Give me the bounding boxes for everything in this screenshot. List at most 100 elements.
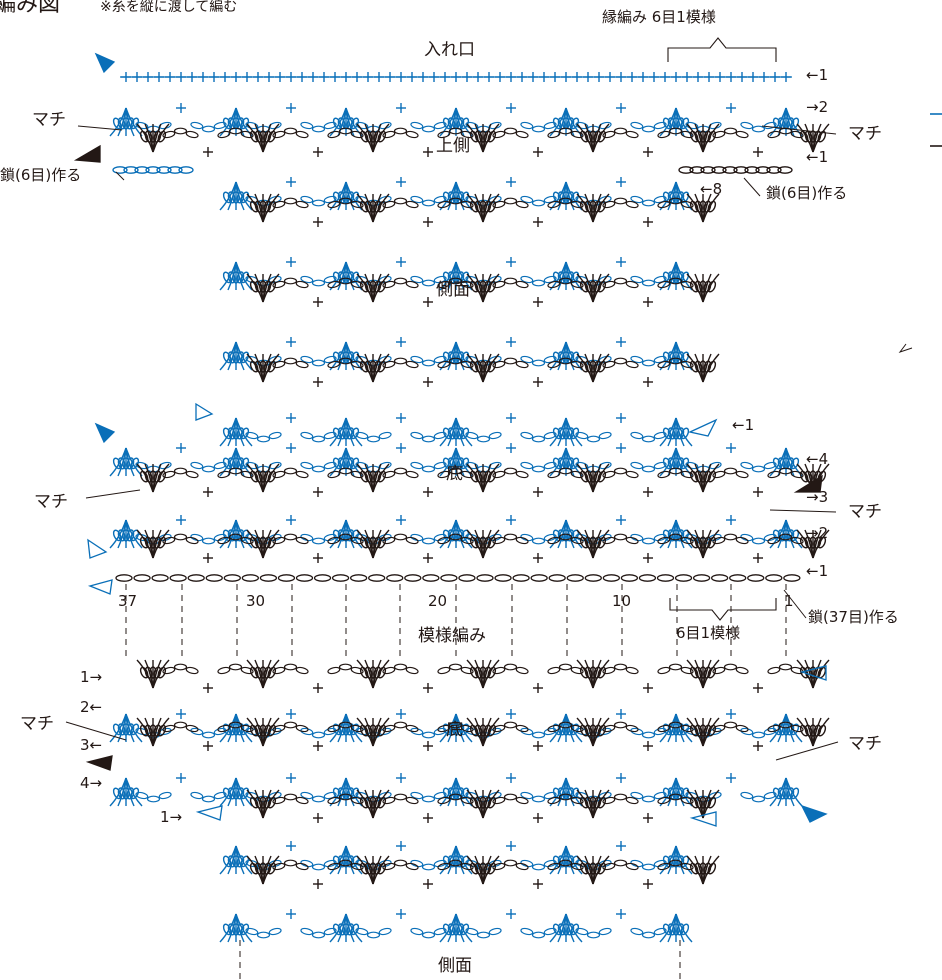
single-crochet-symbol (753, 683, 763, 693)
single-crochet-symbol (726, 773, 736, 783)
single-crochet-symbol (286, 257, 296, 267)
row-mark: 1→ (160, 808, 183, 826)
chain-arc-symbol (630, 461, 667, 473)
single-crochet-symbol (506, 257, 516, 267)
chain-arc-symbol (657, 793, 694, 805)
single-crochet-symbol (616, 841, 626, 851)
shell-stitch-symbol (329, 913, 363, 943)
leader-line (761, 125, 837, 135)
chain-arc-symbol (657, 127, 694, 139)
single-crochet-symbol (616, 257, 626, 267)
single-crochet-symbol (286, 841, 296, 851)
shell-stitch-symbol (466, 193, 500, 223)
single-crochet-symbol (506, 773, 516, 783)
shell-stitch-symbol (576, 529, 610, 559)
single-crochet-symbol (643, 813, 653, 823)
single-crochet-symbol (396, 257, 406, 267)
chain-arc-symbol (410, 195, 447, 207)
chain-arc-symbol (382, 467, 419, 479)
single-crochet-symbol (286, 103, 296, 113)
chain-arc-symbol (657, 533, 694, 545)
repeat-bracket-top (667, 37, 777, 62)
leader-line (783, 589, 807, 619)
single-crochet-symbol (643, 147, 653, 157)
single-crochet-symbol (286, 773, 296, 783)
chain-stitch-symbol (404, 574, 422, 582)
shell-stitch-symbol (659, 913, 693, 943)
chain-arc-symbol (630, 121, 667, 133)
chain-arc-symbol (602, 467, 639, 479)
row-mark: ←1 (806, 562, 829, 580)
chain-stitch-symbol (711, 166, 727, 174)
shell-stitch-symbol (686, 463, 720, 493)
yarn-cut-marker-icon (195, 805, 223, 821)
single-crochet-symbol (313, 683, 323, 693)
chain-stitch-symbol (145, 166, 161, 174)
chain-stitch-symbol (178, 166, 194, 174)
chain-stitch-symbol (151, 574, 169, 582)
chain-arc-symbol (602, 859, 639, 871)
chain-arc-symbol (602, 277, 639, 289)
chain-arc-symbol (492, 793, 529, 805)
chain-arc-symbol (327, 533, 364, 545)
chain-stitch-symbol (584, 574, 602, 582)
chain-stitch-symbol (765, 574, 783, 582)
chain-arc-symbol (547, 467, 584, 479)
chain-stitch-symbol (755, 166, 771, 174)
chain-arc-symbol (272, 793, 309, 805)
chain-arc-symbol (190, 727, 227, 739)
chain-arc-symbol (272, 357, 309, 369)
shell-stitch-symbol (219, 417, 253, 447)
chain-arc-symbol (272, 721, 309, 733)
chain-arc-symbol (767, 663, 804, 675)
chain-stitch-symbol (566, 574, 584, 582)
leader-line (65, 721, 127, 741)
chain-stitch-symbol (700, 166, 716, 174)
label-gusset-upper-left: マチ (32, 110, 66, 130)
chain-arc-symbol (767, 467, 804, 479)
stitch-count-37: 37 (118, 592, 138, 610)
shell-stitch-symbol (136, 123, 170, 153)
chain-arc-symbol (300, 927, 337, 939)
chain-stitch-symbol (241, 574, 260, 582)
stitch-symbols (109, 72, 830, 943)
single-crochet-symbol (726, 443, 736, 453)
chain-arc-symbol (520, 791, 557, 803)
chain-arc-symbol (657, 277, 694, 289)
label-opening: 入れ口 (424, 40, 475, 60)
shell-stitch-symbol (246, 353, 280, 383)
single-crochet-symbol (423, 683, 433, 693)
chain-arc-symbol (520, 195, 557, 207)
single-crochet-symbol (313, 297, 323, 307)
shell-stitch-symbol (576, 463, 610, 493)
chain-arc-symbol (547, 357, 584, 369)
single-crochet-symbol (533, 683, 543, 693)
shell-stitch-symbol (439, 417, 473, 447)
chain-arc-symbol (547, 277, 584, 289)
single-crochet-symbol (506, 515, 516, 525)
chain-stitch-symbol (638, 574, 657, 582)
shell-stitch-symbol (549, 913, 583, 943)
chain-stitch-symbol (783, 574, 801, 582)
stitch-count-10: 10 (612, 592, 632, 610)
chain-arc-symbol (217, 127, 254, 139)
chain-stitch-symbol (386, 574, 404, 582)
chain-arc-symbol (327, 663, 364, 675)
chain-arc-symbol (437, 127, 474, 139)
label-edging-repeat: 縁編み 6目1模様 (602, 8, 716, 26)
chain-arc-symbol (437, 663, 474, 675)
shell-stitch-symbol (329, 713, 363, 743)
row-mark: ←1 (732, 416, 755, 434)
chain-arc-symbol (382, 793, 419, 805)
shell-stitch-symbol (659, 341, 693, 371)
row-mark: ←1 (806, 148, 829, 166)
chain-arc-symbol (547, 197, 584, 209)
chain-stitch-symbol (620, 574, 639, 582)
single-crochet-symbol (533, 297, 543, 307)
yarn-cut-marker-icon (799, 665, 827, 681)
shell-stitch-symbol (219, 107, 253, 137)
yarn-cut-marker-icon (87, 538, 108, 559)
chain-arc-symbol (492, 127, 529, 139)
single-crochet-symbol (203, 147, 213, 157)
shell-stitch-symbol (466, 717, 500, 747)
